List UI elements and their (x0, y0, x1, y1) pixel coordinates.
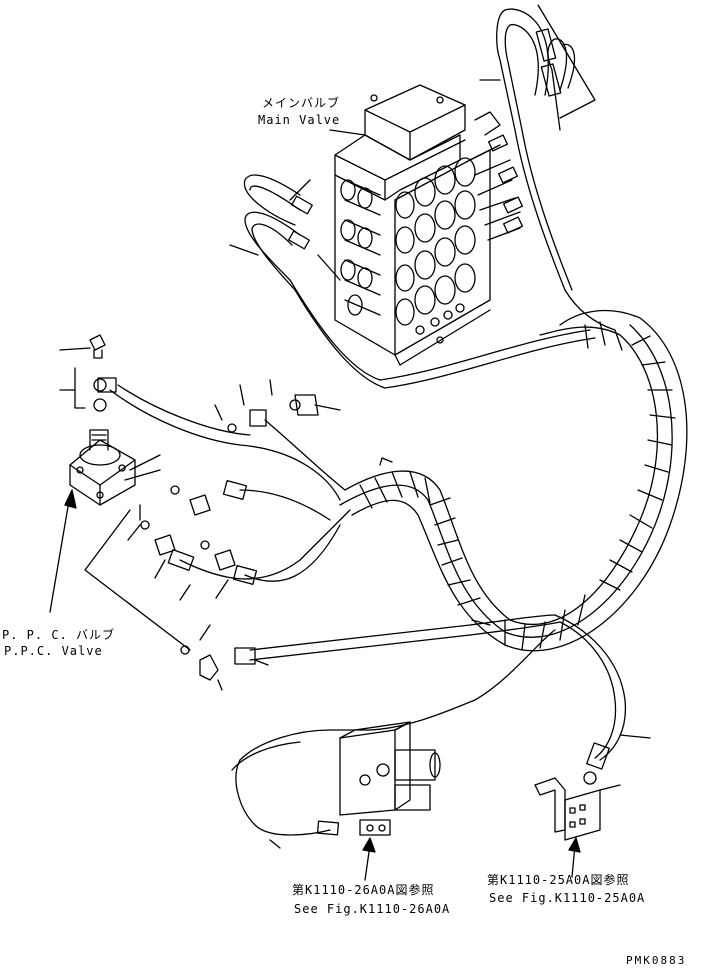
valve-spools (395, 157, 476, 344)
spiral-wrap-stripes (359, 321, 676, 651)
ppc-lines (84, 377, 561, 665)
spiral-hose-bundle (339, 309, 688, 652)
right-branch-hose (554, 614, 651, 770)
main-valve-block (334, 84, 524, 366)
figure-reference-26a-en: See Fig.K1110-26A0A (294, 902, 451, 916)
ppc-small-fittings (59, 334, 341, 691)
main-valve-label-jp: メインバルブ (262, 96, 341, 110)
ppc-valve-label-en: P.P.C. Valve (4, 644, 103, 658)
leader-lines (329, 79, 501, 136)
drawing-code: PMK0883 (626, 954, 687, 967)
reference-arrows (49, 489, 581, 881)
ppc-valve (69, 429, 161, 506)
solenoid-valve-block (231, 629, 556, 849)
figure-reference-26a-jp: 第K1110-26A0A図参照 (292, 883, 435, 897)
figure-reference-25a-jp: 第K1110-25A0A図参照 (487, 873, 630, 887)
right-bracket (534, 771, 621, 841)
figure-reference-25a-en: See Fig.K1110-25A0A (489, 891, 646, 905)
ppc-valve-label-jp: P. P. C. バルブ (2, 628, 116, 642)
valve-right-fittings (469, 111, 524, 241)
left-loop-pipes (229, 174, 596, 389)
valve-left-spools (340, 179, 381, 316)
top-return-pipes (496, 4, 616, 331)
main-valve-label-en: Main Valve (258, 113, 341, 127)
